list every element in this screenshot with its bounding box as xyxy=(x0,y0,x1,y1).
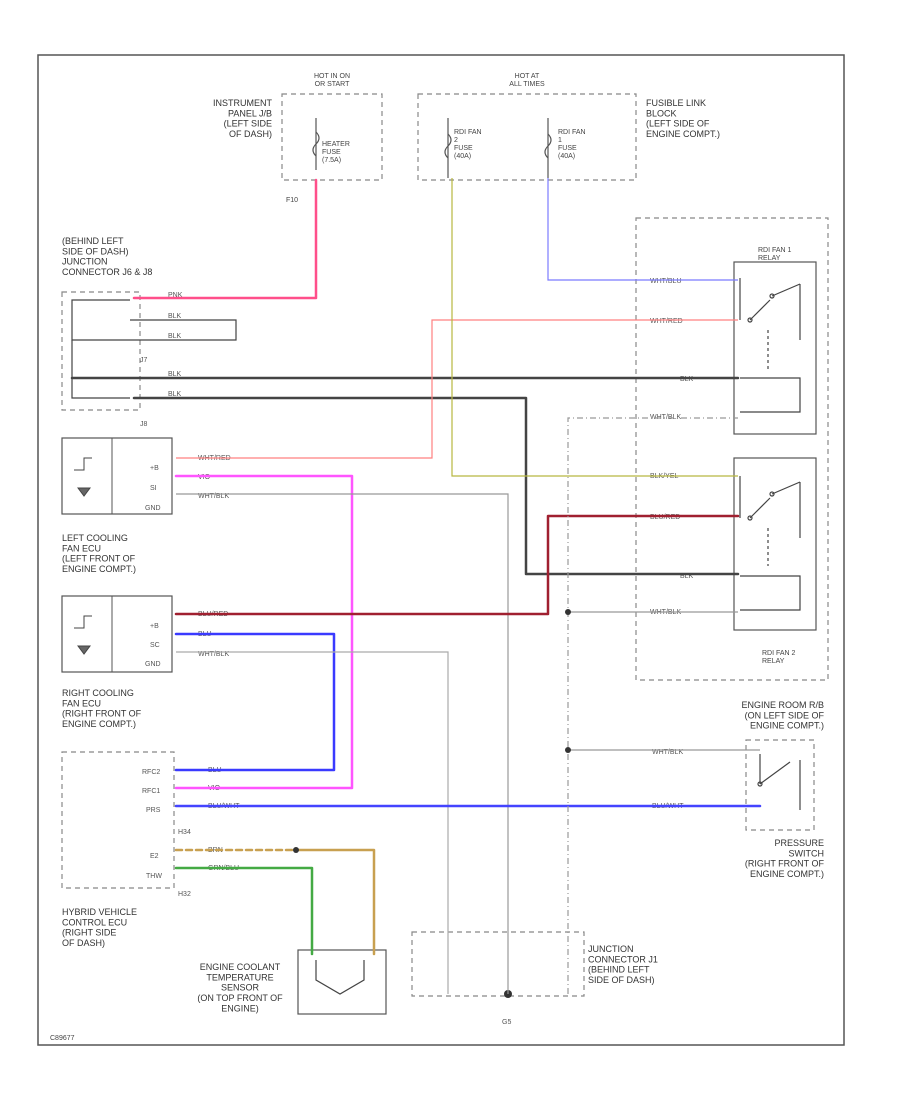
wire-label-wht-blk-1: WHT/BLK xyxy=(198,493,229,500)
left-cooling-fan-ecu-box xyxy=(61,437,173,515)
wire-label-vio-1: VIO xyxy=(198,474,211,481)
rdi-fan2-relay-box xyxy=(733,457,817,631)
wire-label-blk-4: BLK xyxy=(168,391,182,398)
fusible-link-block-box xyxy=(417,93,637,181)
pin-gnd-2: GND xyxy=(145,661,161,668)
wire-blk-yel xyxy=(451,178,738,477)
wire-wht-blk-trunk xyxy=(567,417,738,994)
wire-label-wht-blk-3: WHT/BLK xyxy=(652,749,683,756)
connector-j7-label: J7 xyxy=(140,357,148,364)
wire-wht-red xyxy=(176,319,738,459)
junction-connector-j1-box xyxy=(411,931,585,997)
instrument-panel-jb-box xyxy=(281,93,383,181)
wire-grn-blu xyxy=(174,866,314,956)
wire-label-blk-2: BLK xyxy=(168,333,182,340)
wire-label-wht-blk-relay1: WHT/BLK xyxy=(650,414,681,421)
wire-label-blk-3: BLK xyxy=(168,371,182,378)
wire-label-wht-blu: WHT/BLU xyxy=(650,278,682,285)
wire-pnk xyxy=(132,178,318,300)
junction-connector-j6-j8-box xyxy=(61,291,141,411)
wire-blu xyxy=(174,632,336,772)
thermistor-icon xyxy=(315,960,365,995)
pin-prs: PRS xyxy=(146,807,161,814)
fan-motor-icon xyxy=(74,457,92,497)
wire-label-wht-blk-2: WHT/BLK xyxy=(198,651,229,658)
junction-loop-wire-3 xyxy=(71,340,130,399)
pin-rfc1: RFC1 xyxy=(142,788,160,795)
pin-thw: THW xyxy=(146,873,162,880)
relay-block-box xyxy=(635,217,829,681)
junction-loop-wire xyxy=(71,299,130,341)
wire-wht-blu xyxy=(547,178,738,281)
connector-f10-label: F10 xyxy=(286,197,298,204)
wire-vio xyxy=(174,474,354,790)
diagram-border xyxy=(37,54,845,1046)
pin-plus-b-2: +B xyxy=(150,623,159,630)
hybrid-ecu-box xyxy=(61,751,175,889)
diagram-code: C89677 xyxy=(50,1035,75,1042)
junction-loop-wire-2 xyxy=(130,319,237,341)
right-cooling-fan-ecu-box xyxy=(61,595,173,673)
wire-label-blk-relay2: BLK xyxy=(680,573,694,580)
pressure-switch-icon xyxy=(757,754,801,810)
relay-coil-icon xyxy=(739,278,801,413)
pin-si: SI xyxy=(150,485,157,492)
connector-j8-label: J8 xyxy=(140,421,148,428)
rdi-fan1-relay-box xyxy=(733,261,817,435)
pin-gnd-1: GND xyxy=(145,505,161,512)
wire-blk-relay2 xyxy=(132,396,740,576)
ground-label: G5 xyxy=(502,1019,511,1026)
wire-label-blk-relay1: BLK xyxy=(680,376,694,383)
pin-e2: E2 xyxy=(150,853,159,860)
fan-motor-icon xyxy=(74,615,92,655)
wire-label-pnk: PNK xyxy=(168,292,183,299)
splice-dot xyxy=(293,609,571,853)
wire-wht-blk-right xyxy=(176,651,449,994)
relay-coil-icon xyxy=(739,476,801,611)
pressure-switch-box xyxy=(745,739,815,831)
wire-wht-blk-left xyxy=(176,493,509,994)
fuse-icon xyxy=(312,118,552,178)
ect-sensor-box xyxy=(297,949,387,1015)
connector-h34-label: H34 xyxy=(178,829,191,836)
pin-rfc2: RFC2 xyxy=(142,769,160,776)
pin-sc: SC xyxy=(150,642,160,649)
wire-label-blk-1: BLK xyxy=(168,313,182,320)
wire-label-wht-red-relay: WHT/RED xyxy=(650,318,683,325)
wire-blu-red xyxy=(174,514,740,616)
wire-label-blu-red-relay: BLU/RED xyxy=(650,514,680,521)
wire-brn-2 xyxy=(294,848,376,956)
connector-h32-label: H32 xyxy=(178,891,191,898)
pin-plus-b-1: +B xyxy=(150,465,159,472)
